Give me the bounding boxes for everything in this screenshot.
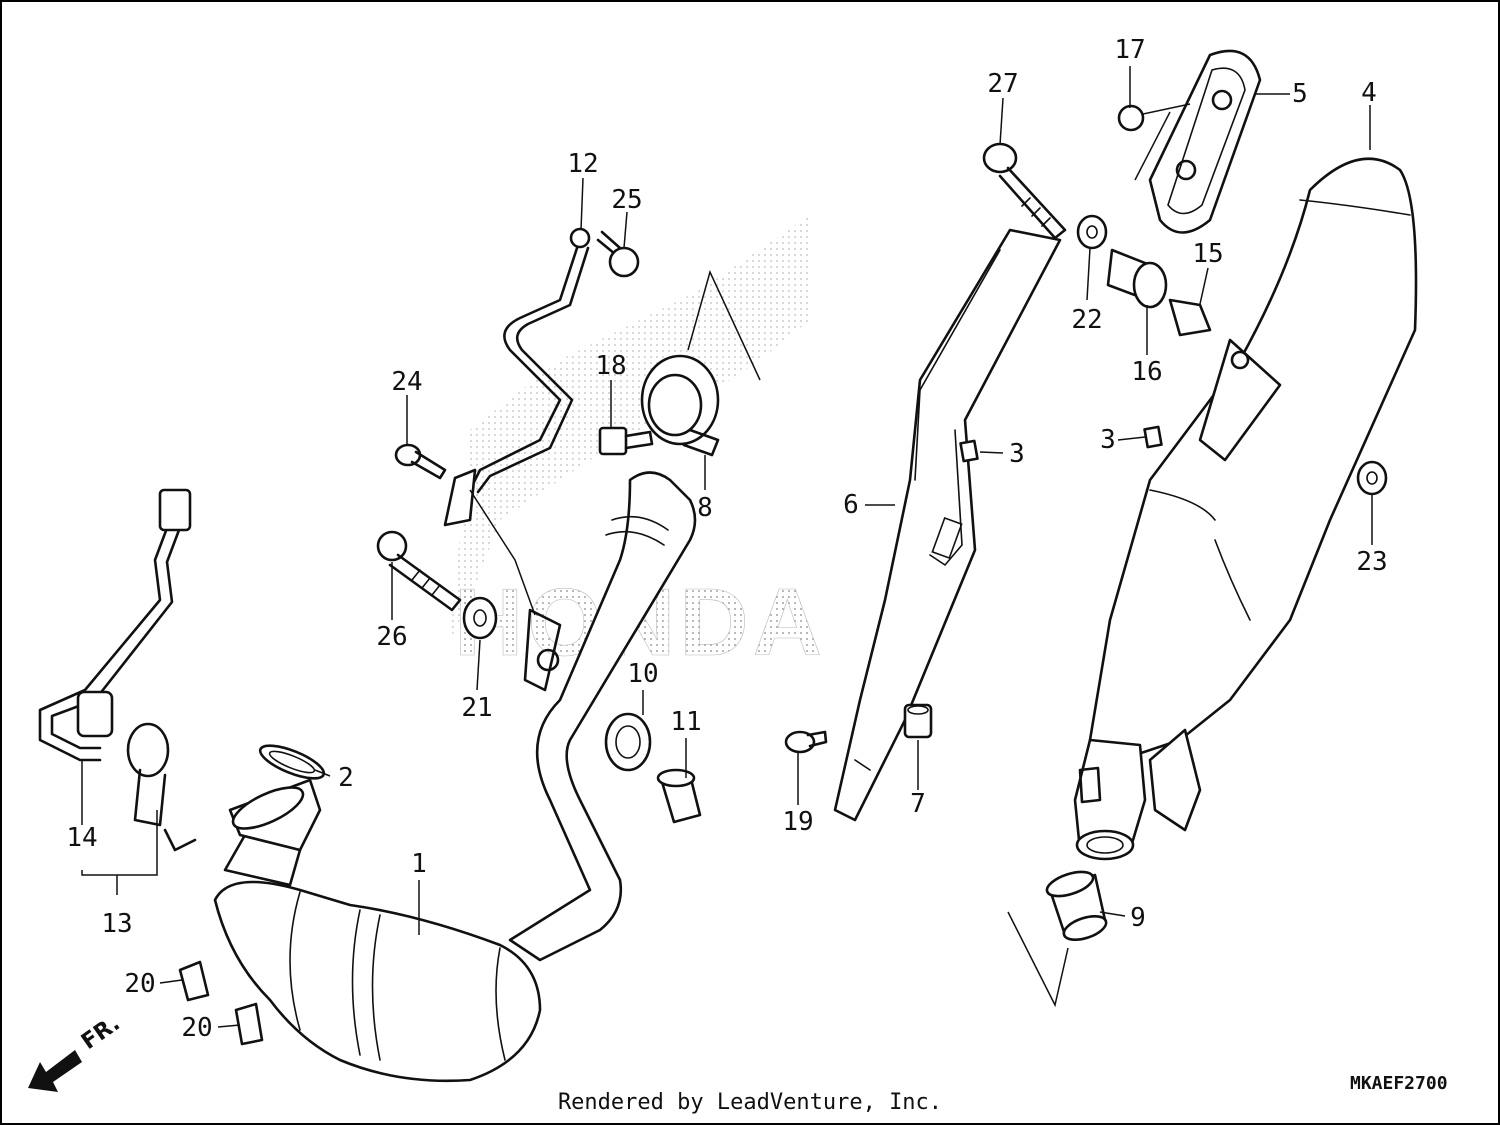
ground-wire-part-12: [443, 227, 591, 527]
label-part-1: 1: [411, 849, 427, 879]
footer-credit: Rendered by LeadVenture, Inc.: [557, 1090, 943, 1115]
label-part-11: 11: [670, 707, 701, 737]
bolt-part-18: [598, 426, 654, 456]
front-marker-label: FR.: [77, 1011, 125, 1055]
honda-wing-watermark: [450, 215, 810, 640]
label-part-9: 9: [1130, 903, 1146, 933]
washer-part-21: [462, 596, 498, 640]
label-part-23: 23: [1356, 547, 1387, 577]
diagram-code: MKAEF2700: [1350, 1073, 1448, 1094]
gasket-part-2: [258, 744, 326, 780]
clip-part-20-a: [178, 960, 210, 1002]
label-part-7: 7: [910, 789, 926, 819]
bolt-part-19: [784, 730, 828, 754]
label-part-13: 13: [101, 909, 132, 939]
band-clamp-part-8: [640, 354, 720, 457]
label-part-24: 24: [391, 367, 422, 397]
label-part-8: 8: [697, 493, 713, 523]
bolt-part-26: [376, 530, 462, 612]
label-part-27: 27: [987, 69, 1018, 99]
label-part-12: 12: [567, 149, 598, 179]
label-part-22: 22: [1071, 305, 1102, 335]
nut-part-23: [1356, 460, 1388, 496]
muffler-part-4: [1073, 157, 1418, 861]
label-part-17: 17: [1114, 35, 1145, 65]
front-direction-arrow-icon: FR.: [28, 1011, 125, 1092]
muffler-cover-part-5: [1148, 49, 1262, 234]
label-part-10: 10: [627, 659, 658, 689]
collar-part-9: [1045, 870, 1108, 941]
collar-part-16: [1106, 248, 1168, 309]
collar-part-11: [656, 768, 702, 824]
label-part-18: 18: [595, 351, 626, 381]
clip-part-3-b: [1143, 425, 1163, 449]
label-part-2: 2: [338, 763, 354, 793]
part-number-labels: 1 2 3 3 4 5 6 7 8 9 10 11 12 13 14 15 16…: [66, 35, 1387, 1043]
bolt-part-15: [1168, 298, 1212, 337]
label-part-3-a: 3: [1009, 439, 1025, 469]
nut-part-17: [1117, 104, 1145, 132]
leader-lines: [81, 66, 1373, 1028]
rubber-mount-part-10: [604, 712, 652, 772]
label-part-14: 14: [66, 823, 97, 853]
label-part-5: 5: [1292, 79, 1308, 109]
exhaust-pipe-assembly: [213, 471, 697, 1083]
label-part-16: 16: [1131, 357, 1162, 387]
label-part-3-b: 3: [1100, 425, 1116, 455]
bolt-part-24: [394, 443, 447, 480]
washer-part-22: [1076, 214, 1108, 250]
clip-part-3-a: [959, 439, 979, 463]
label-part-26: 26: [376, 622, 407, 652]
clip-part-20-b: [234, 1002, 264, 1046]
grommet-part-7: [903, 703, 933, 739]
label-part-6: 6: [843, 490, 859, 520]
label-part-21: 21: [461, 693, 492, 723]
bracket-part-6: [833, 228, 1062, 822]
label-part-25: 25: [611, 185, 642, 215]
label-part-4: 4: [1361, 78, 1377, 108]
label-part-19: 19: [782, 807, 813, 837]
label-part-20-b: 20: [181, 1013, 212, 1043]
bolt-part-27: [982, 142, 1067, 240]
label-part-15: 15: [1192, 239, 1223, 269]
label-part-20-a: 20: [124, 969, 155, 999]
bolt-part-25: [596, 230, 640, 278]
o2-sensor-part-14: [38, 488, 197, 852]
